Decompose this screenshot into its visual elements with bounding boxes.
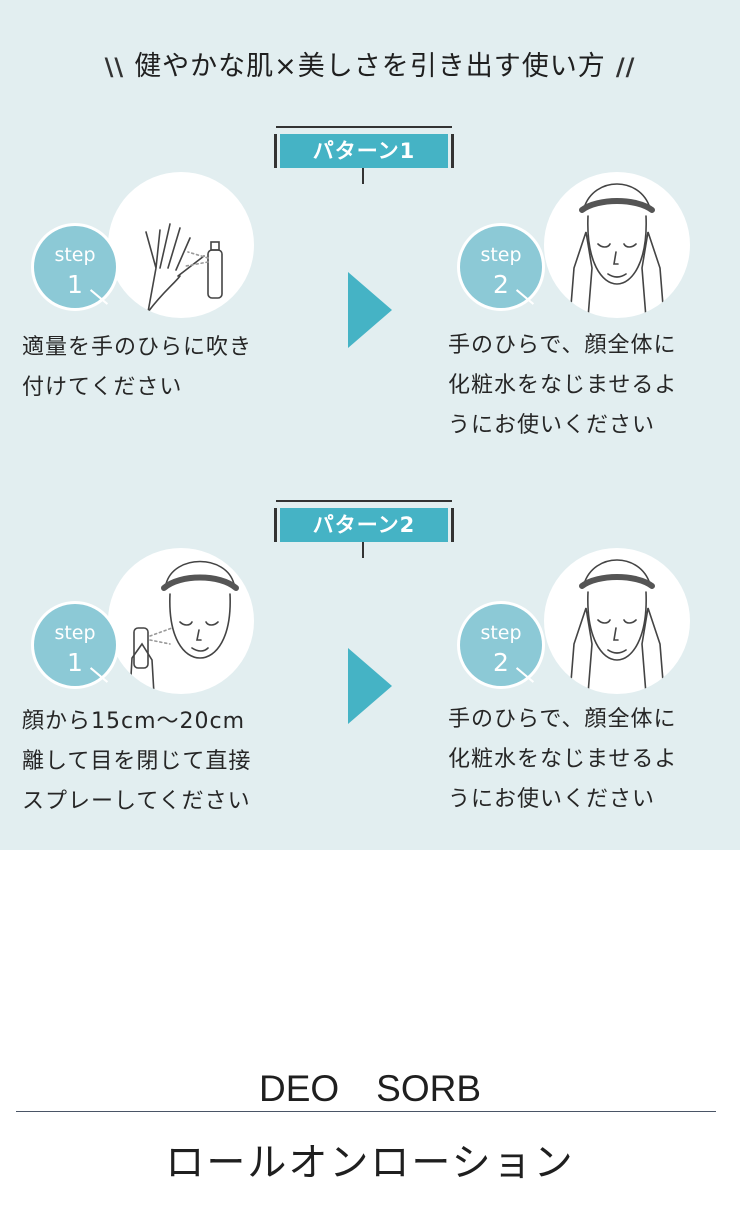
pattern-1-step-2-badge: step 2 — [460, 226, 542, 308]
pattern-1-step-1-badge: step 1 — [34, 226, 116, 308]
hand-spray-illustration — [108, 172, 254, 318]
headline-right-deco: // — [615, 53, 636, 81]
pattern-2-tag: パターン2 — [274, 500, 454, 558]
pattern-2-step-1-badge: step 1 — [34, 604, 116, 686]
headline-text: 健やかな肌×美しさを引き出す使い方 — [134, 51, 606, 82]
step-number: 1 — [67, 270, 83, 299]
pattern-1-step-1-text: 適量を手のひらに吹き 付けてください — [22, 328, 252, 408]
text-line: スプレーしてください — [22, 789, 251, 814]
step-number: 2 — [493, 270, 509, 299]
next-arrow-icon — [348, 272, 392, 348]
face-hands-illustration — [544, 172, 690, 318]
product-name: ロールオンローション — [165, 1141, 575, 1186]
text-line: うにお使いください — [448, 413, 656, 438]
step-number: 1 — [67, 648, 83, 677]
headline-left-deco: \\ — [104, 53, 125, 81]
text-line: 顔から15cm〜20cm — [22, 709, 246, 734]
pattern-1-step-2-text: 手のひらで、顔全体に 化粧水をなじませるよ うにお使いください — [448, 326, 677, 446]
pattern-1-tag: パターン1 — [274, 126, 454, 184]
step-word: step — [480, 244, 522, 266]
how-to-use-section: \\ 健やかな肌×美しさを引き出す使い方 // パターン1 step 1 適量を手の… — [0, 0, 740, 850]
step-word: step — [54, 622, 96, 644]
text-line: うにお使いください — [448, 787, 656, 812]
text-line: 適量を手のひらに吹き — [22, 335, 253, 360]
text-line: 化粧水をなじませるよ — [448, 747, 678, 772]
text-line: 離して目を閉じて直接 — [22, 749, 252, 774]
next-arrow-icon — [348, 648, 392, 724]
pattern-2-step-1-text: 顔から15cm〜20cm 離して目を閉じて直接 スプレーしてください — [22, 702, 251, 822]
pattern-2-step-2-text: 手のひらで、顔全体に 化粧水をなじませるよ うにお使いください — [448, 700, 677, 820]
section-headline: \\ 健やかな肌×美しさを引き出す使い方 // — [0, 44, 740, 83]
brand-name: DEO SORB — [258, 1068, 482, 1109]
text-line: 化粧水をなじませるよ — [448, 373, 678, 398]
divider — [16, 1111, 716, 1112]
pattern-2-step-2-badge: step 2 — [460, 604, 542, 686]
text-line: 手のひらで、顔全体に — [448, 333, 677, 358]
step-word: step — [54, 244, 96, 266]
pattern-2-label: パターン2 — [280, 508, 448, 542]
face-hands-illustration — [544, 548, 690, 694]
pattern-1-label: パターン1 — [280, 134, 448, 168]
face-spray-illustration — [108, 548, 254, 694]
text-line: 手のひらで、顔全体に — [448, 707, 677, 732]
text-line: 付けてください — [22, 375, 183, 400]
step-number: 2 — [493, 648, 509, 677]
step-word: step — [480, 622, 522, 644]
